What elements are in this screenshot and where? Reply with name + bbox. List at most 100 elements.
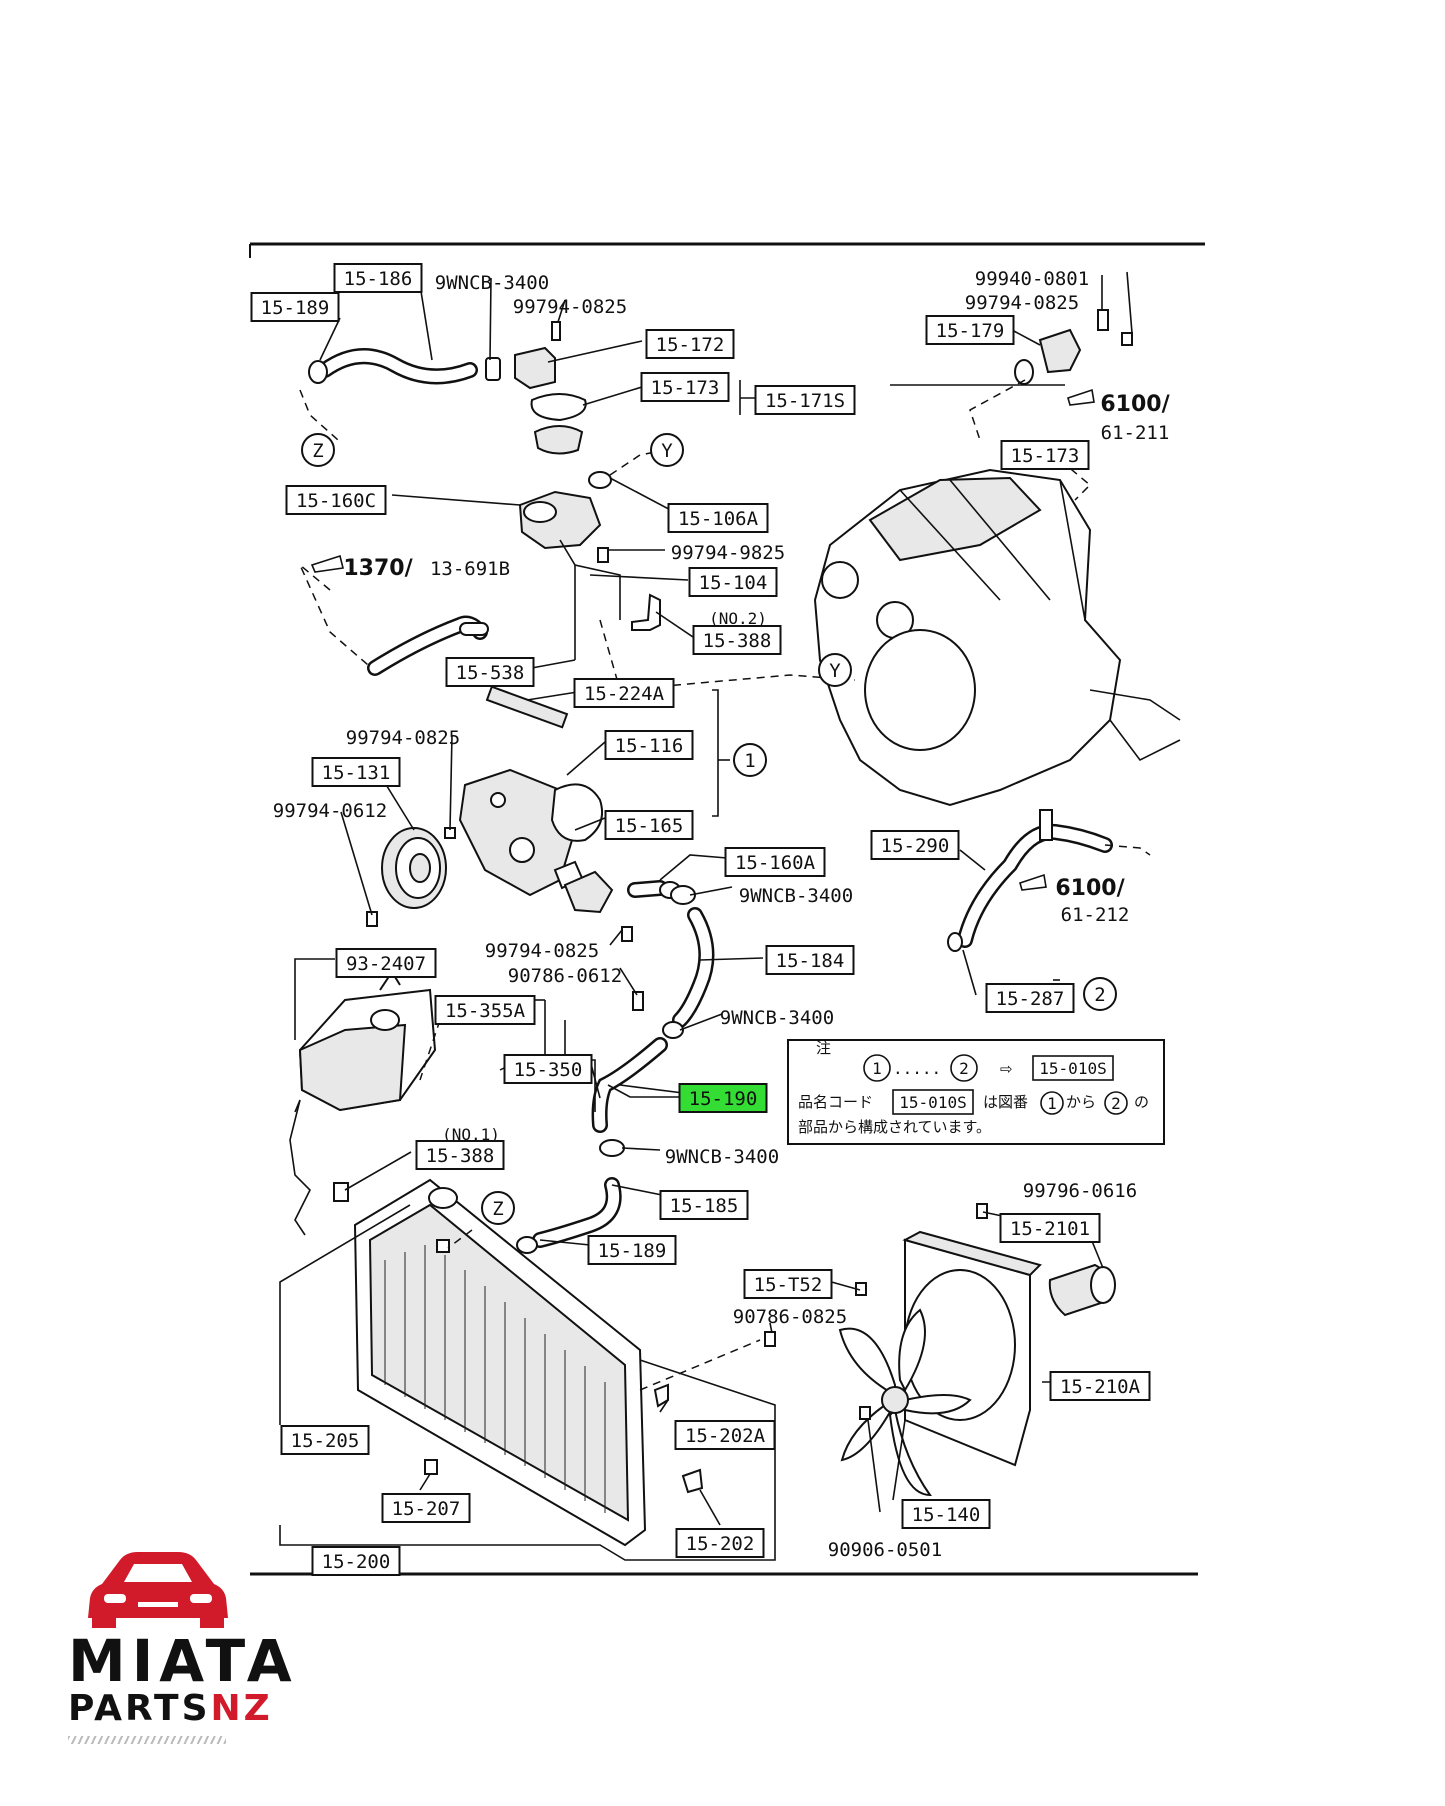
- part-label-15-202: 15-202: [675, 1528, 765, 1558]
- part-label-text: 1370/: [343, 556, 413, 581]
- part-label-99796-0616: 99796-0616: [1023, 1180, 1137, 1202]
- note-set-code: 15-010S: [1039, 1059, 1106, 1078]
- part-label-15-189-top: 15-189: [250, 292, 340, 322]
- part-label-box: [659, 1190, 749, 1220]
- part-label-box: [667, 503, 769, 533]
- part-label-61-211: 61-211: [1101, 422, 1170, 444]
- part-label-15-224a: 15-224A: [573, 678, 675, 708]
- part-label-text: 15-140: [912, 1504, 981, 1526]
- part-label-text: (NO.1): [442, 1125, 500, 1144]
- part-label-box: [503, 1054, 593, 1084]
- part-label-93-2407: 93-2407: [335, 948, 437, 978]
- part-label-box: [335, 948, 437, 978]
- note-ref-1: 1: [872, 1059, 882, 1078]
- part-label-15-131: 15-131: [311, 757, 401, 787]
- note-line2-suffix: は図番: [983, 1093, 1028, 1111]
- part-label-box: [925, 315, 1015, 345]
- part-label-text: 15-131: [322, 762, 391, 784]
- part-label-box: [674, 1420, 776, 1450]
- part-label-text: 99940-0801: [975, 268, 1089, 290]
- part-label-15-205: 15-205: [280, 1425, 370, 1455]
- part-label-box: [985, 983, 1075, 1013]
- part-label-box: [640, 372, 730, 402]
- hand-pointer-1370: [310, 554, 344, 573]
- part-label-text: 15-106A: [678, 508, 759, 530]
- part-label-text: 15-173: [1011, 445, 1080, 467]
- part-label-text: 93-2407: [346, 953, 426, 975]
- part-labels: 15-18615-1899WNCB-340099794-082515-17215…: [250, 263, 1171, 1576]
- part-label-99794-0612: 99794-0612: [273, 800, 387, 822]
- hand-pointer-6100-b: [1019, 873, 1047, 891]
- part-label-15-140: 15-140: [901, 1499, 991, 1529]
- note-line2-end: の: [1134, 1093, 1149, 1111]
- part-label-90786-0825: 90786-0825: [733, 1306, 847, 1328]
- part-label-text: 15-350: [514, 1059, 583, 1081]
- note-line2-ref1: 1: [1047, 1094, 1057, 1113]
- part-label-text: 15-104: [699, 572, 768, 594]
- part-label-15-189-b: 15-189: [587, 1235, 677, 1265]
- view-y-engine: Y: [818, 653, 852, 687]
- part-label-15-116: 15-116: [604, 730, 694, 760]
- part-label-15-207: 15-207: [381, 1493, 471, 1523]
- part-label-99794-9825: 99794-9825: [671, 542, 785, 564]
- part-label-text: 90906-0501: [828, 1539, 942, 1561]
- part-label-text: (NO.2): [709, 609, 767, 628]
- part-label-text: 99796-0616: [1023, 1180, 1137, 1202]
- part-label-15-186: 15-186: [333, 263, 423, 293]
- part-label-99794-0825-a: 99794-0825: [513, 296, 627, 318]
- part-label-box: [415, 1140, 505, 1170]
- part-label-box: [250, 292, 340, 322]
- upper-hose-assembly: [308, 321, 587, 455]
- logo-parts: PARTS: [68, 1688, 211, 1729]
- part-label-13-691b: 13-691B: [430, 558, 510, 580]
- part-label-15-184: 15-184: [765, 945, 855, 975]
- part-label-text: 9WNCB-3400: [665, 1146, 779, 1168]
- part-label-61-212: 61-212: [1061, 904, 1130, 926]
- logo-line-1: MIATA: [68, 1627, 298, 1695]
- callout-1-text: 1: [744, 750, 755, 772]
- part-label-text: 15-186: [344, 268, 413, 290]
- part-label-text: 61-212: [1061, 904, 1130, 926]
- part-label-text: 15-116: [615, 735, 684, 757]
- part-label-15-210a: 15-210A: [1049, 1371, 1151, 1401]
- part-label-text: 9WNCB-3400: [720, 1007, 834, 1029]
- part-label-99940: 99940-0801: [975, 268, 1089, 290]
- coolant-reservoir: [289, 970, 437, 1236]
- part-label-box: [587, 1235, 677, 1265]
- part-label-text: 99794-0825: [513, 296, 627, 318]
- note-arrow: ⇨: [1000, 1060, 1013, 1078]
- part-label-box: [645, 329, 735, 359]
- part-label-99794-0825-c: 99794-0825: [346, 727, 460, 749]
- part-label-text: 15-2101: [1010, 1218, 1090, 1240]
- part-label-15-388-a: 15-388: [692, 625, 782, 655]
- miata-parts-nz-logo: MIATA PARTSNZ: [68, 1540, 298, 1744]
- view-z-bottom: Z: [481, 1191, 515, 1225]
- part-label-text: 13-691B: [430, 558, 510, 580]
- note-line2-prefix: 品名コード: [798, 1093, 873, 1111]
- part-label-9wncb-top: 9WNCB-3400: [435, 272, 549, 294]
- part-label-15-185: 15-185: [659, 1190, 749, 1220]
- part-label-text: 99794-0825: [965, 292, 1079, 314]
- part-label-box: [333, 263, 423, 293]
- logo-line-2: PARTSNZ: [68, 1688, 270, 1729]
- part-label-15-287: 15-287: [985, 983, 1075, 1013]
- part-label-15-200: 15-200: [311, 1546, 401, 1576]
- part-label-text: 90786-0825: [733, 1306, 847, 1328]
- part-label-15-160a: 15-160A: [724, 847, 826, 877]
- part-label-text: 15-287: [996, 988, 1065, 1010]
- part-label-box: [754, 385, 856, 415]
- part-label-box: [1049, 1371, 1151, 1401]
- part-label-text: 9WNCB-3400: [739, 885, 853, 907]
- part-label-box: [311, 1546, 401, 1576]
- part-label-15-104: 15-104: [688, 567, 778, 597]
- part-label-text: 15-388: [703, 630, 772, 652]
- note-line3: 部品から構成されています。: [798, 1118, 991, 1136]
- part-label-text: 99794-9825: [671, 542, 785, 564]
- part-label-text: 15-190: [689, 1088, 758, 1110]
- part-label-box: [285, 485, 387, 515]
- part-label-90906-0501: 90906-0501: [828, 1539, 942, 1561]
- part-label-text: 15-388: [426, 1145, 495, 1167]
- note-line2-code: 15-010S: [899, 1093, 966, 1112]
- part-label-box: [604, 810, 694, 840]
- part-label-box: [724, 847, 826, 877]
